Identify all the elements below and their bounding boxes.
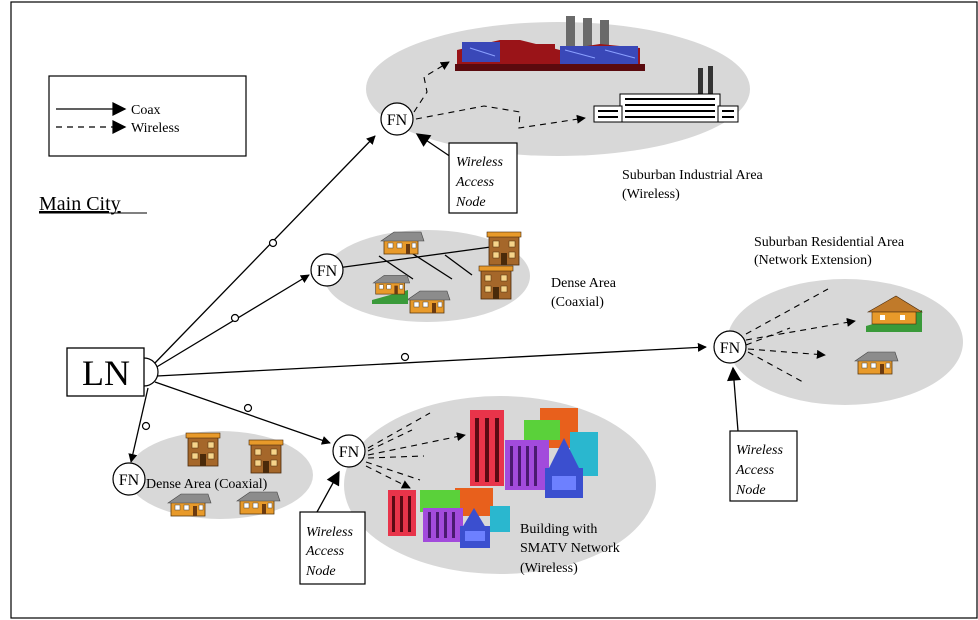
dense-lower-area-shape (127, 431, 313, 519)
svg-text:(Wireless): (Wireless) (520, 561, 578, 576)
fn-node-residential: FN (713, 330, 747, 364)
hill-house-icon (372, 274, 411, 304)
svg-text:(Wireless): (Wireless) (622, 187, 680, 202)
legend-coax-label: Coax (131, 103, 161, 118)
townhouse-icon (185, 432, 221, 467)
wan-line: Access (305, 544, 345, 559)
wan-box-industrial: Wireless Access Node (415, 133, 518, 214)
smatv-buildings-image (388, 408, 598, 548)
wan-line: Wireless (306, 525, 353, 540)
ln-label: LN (82, 353, 130, 393)
svg-text:Suburban Residential Area: Suburban Residential Area (754, 235, 905, 250)
fn-node-dense-upper: FN (310, 253, 344, 287)
townhouse-icon (478, 265, 514, 300)
industrial-building-image (593, 66, 739, 123)
coax-links (128, 135, 707, 463)
wan-line: Access (735, 463, 775, 478)
dense-upper-area-shape (324, 230, 530, 322)
coax-taps (141, 238, 410, 431)
residential-area-label: Suburban Residential Area (Network Exten… (754, 235, 905, 268)
townhouse-icon (248, 439, 284, 474)
fn-label: FN (387, 112, 408, 129)
fn-label: FN (119, 472, 140, 489)
industrial-area-shape (366, 22, 750, 156)
smatv-area-label: Building with SMATV Network (Wireless) (520, 522, 620, 576)
townhouse-icon (486, 231, 522, 266)
residential-area-shape (727, 279, 963, 405)
svg-text:SMATV Network: SMATV Network (520, 541, 620, 556)
wan-line: Wireless (736, 443, 783, 458)
wireless-links (365, 61, 856, 489)
wan-line: Node (455, 195, 486, 210)
legend-wireless-label: Wireless (131, 121, 179, 136)
fn-label: FN (317, 263, 338, 280)
wan-line: Node (735, 483, 766, 498)
fn-node-industrial: FN (380, 102, 414, 136)
industrial-area-label: Suburban Industrial Area (Wireless) (622, 168, 764, 202)
fn-label: FN (339, 444, 360, 461)
svg-text:(Coaxial): (Coaxial) (551, 295, 604, 310)
fn-label: FN (720, 340, 741, 357)
fn-node-dense-lower: FN (112, 462, 146, 496)
wan-box-residential: Wireless Access Node (727, 366, 798, 502)
wan-line: Wireless (456, 155, 503, 170)
diagram-frame (10, 1, 978, 619)
dense-upper-area-label: Dense Area (Coaxial) (551, 276, 617, 310)
fn-node-smatv: FN (332, 434, 366, 468)
wan-line: Node (305, 564, 336, 579)
svg-text:(Network Extension): (Network Extension) (754, 253, 872, 268)
wan-line: Access (455, 175, 495, 190)
factory-image (455, 16, 645, 71)
ln-node: LN (66, 347, 159, 397)
wan-box-smatv: Wireless Access Node (299, 470, 366, 585)
main-city-label: Main City (39, 193, 121, 215)
dense-lower-area-label: Dense Area (Coaxial) (146, 477, 268, 492)
svg-text:Building with: Building with (520, 522, 597, 537)
svg-text:Dense Area: Dense Area (551, 276, 617, 291)
legend: Coax Wireless (48, 75, 247, 157)
hill-house-icon (866, 295, 924, 332)
svg-text:Suburban Industrial Area: Suburban Industrial Area (622, 168, 764, 183)
